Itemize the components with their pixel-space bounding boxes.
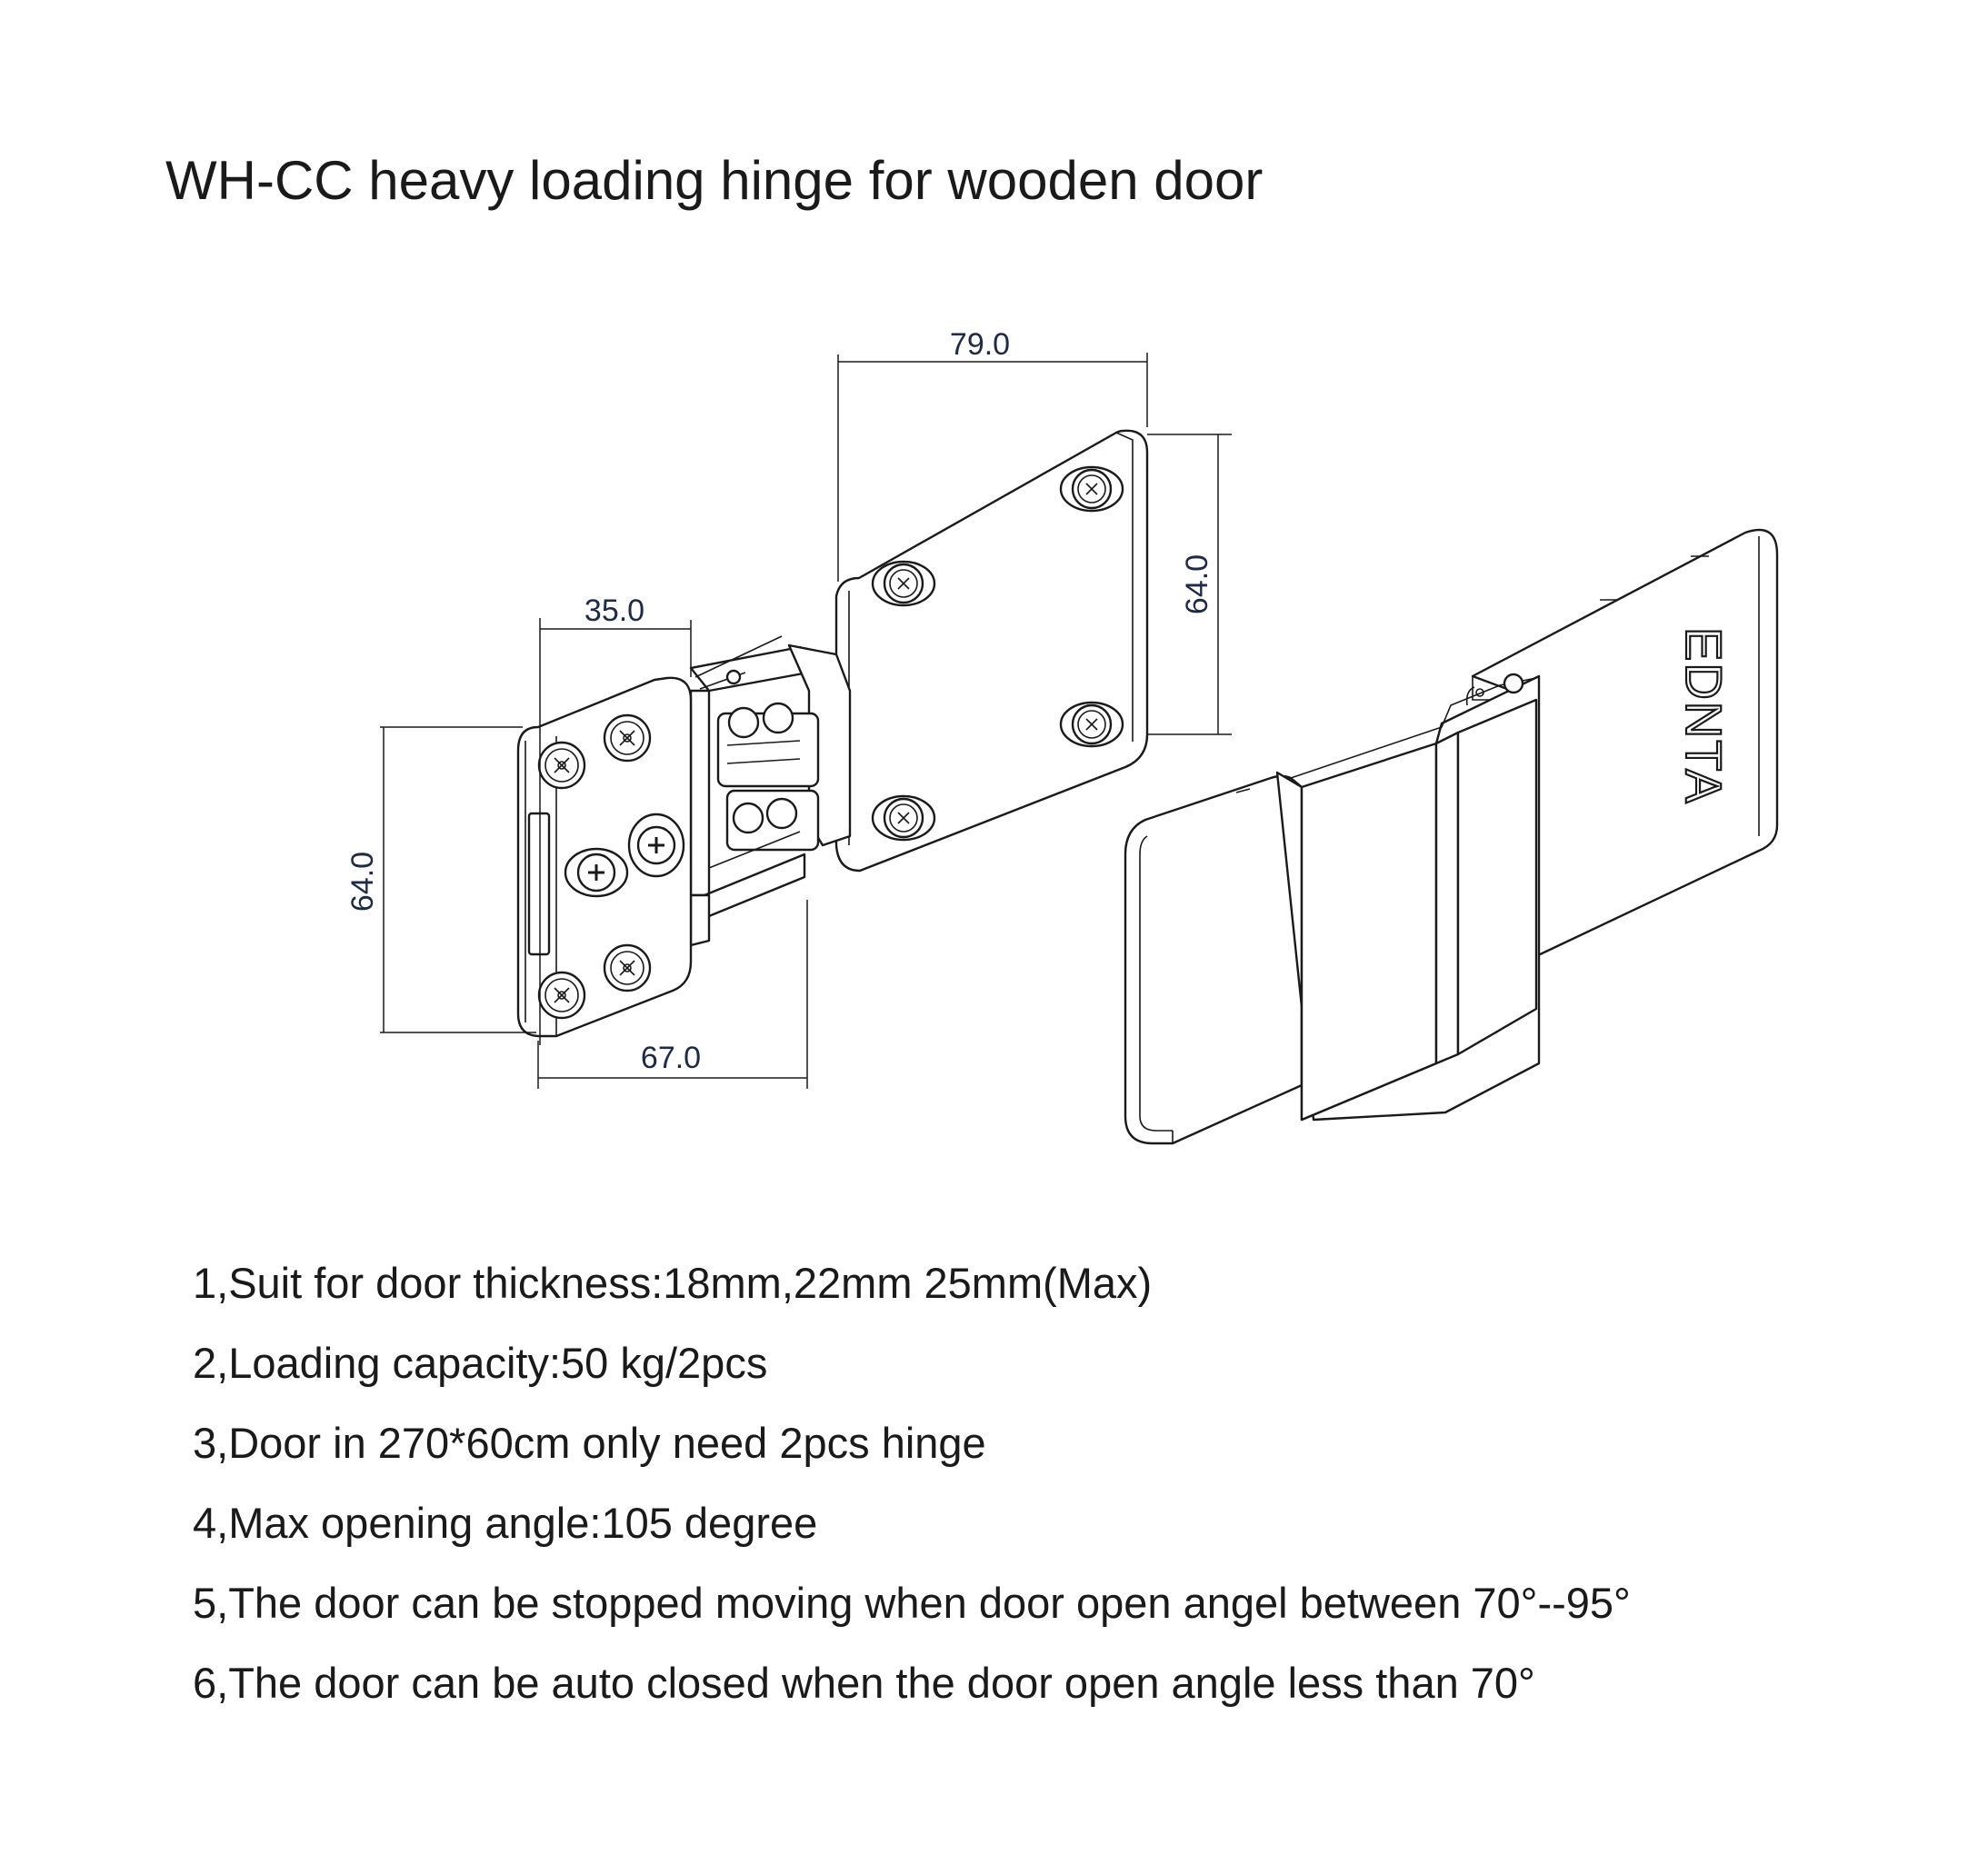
dimension-lines — [380, 353, 1232, 1089]
front-plate — [1124, 774, 1304, 1145]
dim-top-width: 79.0 — [950, 327, 1010, 362]
left-plate-screws — [537, 713, 685, 1020]
back-plate — [1471, 528, 1779, 958]
hinge-mechanism — [689, 635, 852, 947]
svg-text:EDNTA: EDNTA — [1675, 627, 1733, 805]
hinge-technical-drawing: 79.0 35.0 64.0 64.0 67.0 EDNTA — [345, 327, 1779, 1145]
spec-item: 6,The door can be auto closed when the d… — [193, 1659, 1535, 1707]
dim-bottom-width: 67.0 — [641, 1041, 701, 1075]
brand-logo: EDNTA — [1674, 626, 1733, 806]
right-mounting-plate — [834, 429, 1149, 873]
dim-left-height: 64.0 — [345, 852, 380, 912]
spec-item: 2,Loading capacity:50 kg/2pcs — [193, 1339, 768, 1387]
spec-item: 5,The door can be stopped moving when do… — [193, 1579, 1631, 1627]
page-title: WH-CC heavy loading hinge for wooden doo… — [165, 150, 1264, 211]
dim-right-height: 64.0 — [1180, 554, 1214, 614]
specifications-list: 1,Suit for door thickness:18mm,22mm 25mm… — [193, 1243, 1631, 1723]
spec-item: 4,Max opening angle:105 degree — [193, 1499, 818, 1547]
closed-hinge-view: EDNTA — [1124, 528, 1779, 1145]
spec-item: 3,Door in 270*60cm only need 2pcs hinge — [193, 1419, 986, 1467]
spec-item: 1,Suit for door thickness:18mm,22mm 25mm… — [193, 1259, 1153, 1307]
open-hinge-view: 79.0 35.0 64.0 64.0 67.0 — [345, 327, 1232, 1089]
dim-inner-width: 35.0 — [584, 593, 644, 628]
